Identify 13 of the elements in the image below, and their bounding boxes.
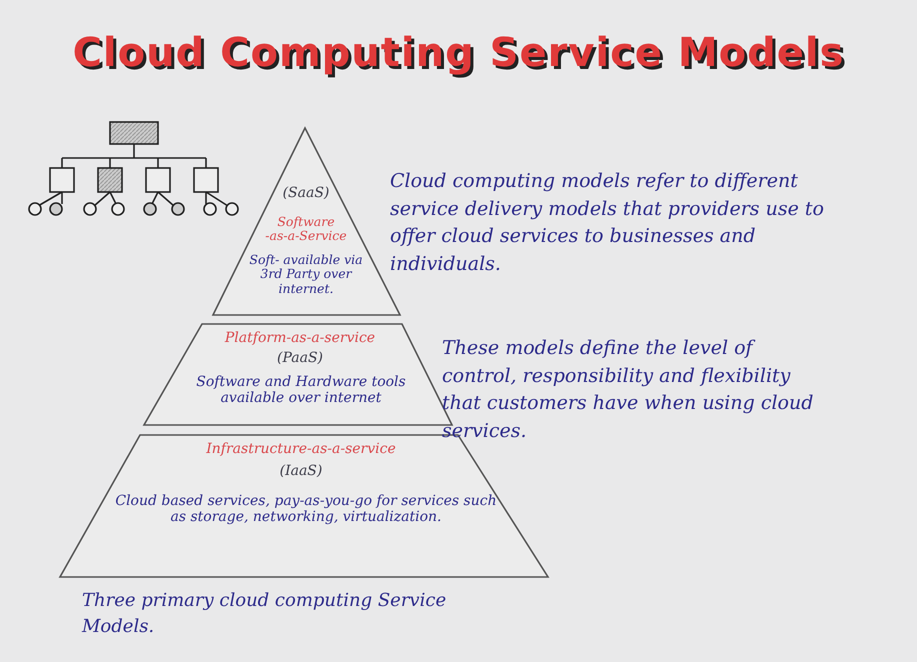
note-text: These models define the level of control, responsibility and flexibility that customers have when using cloud services. <box>442 336 814 444</box>
abbr-text: (SaaS) <box>282 185 330 202</box>
service-name: (PaaS) <box>276 350 324 366</box>
note-text: Cloud computing models refer to different service delivery models that providers use to offer cloud services to businesses and individuals. <box>390 169 825 277</box>
description: Software and Hardware tools available over internet <box>195 374 407 406</box>
service-name: Software -as-a-Service <box>264 215 348 244</box>
title: Cloud Computing Service Models <box>72 30 846 76</box>
description: Cloud based services, pay-as-you-go for services such as storage, networking, virtualization. <box>114 493 498 526</box>
description: Soft- available via 3rd Party over internet. <box>248 253 364 296</box>
abbr-text: Platform-as-a-service <box>224 330 376 346</box>
abbr-text: Infrastructure-as-a-service <box>205 441 397 458</box>
service-name: (IaaS) <box>278 463 324 480</box>
caption: Three primary cloud computing Service Models. <box>82 589 448 640</box>
